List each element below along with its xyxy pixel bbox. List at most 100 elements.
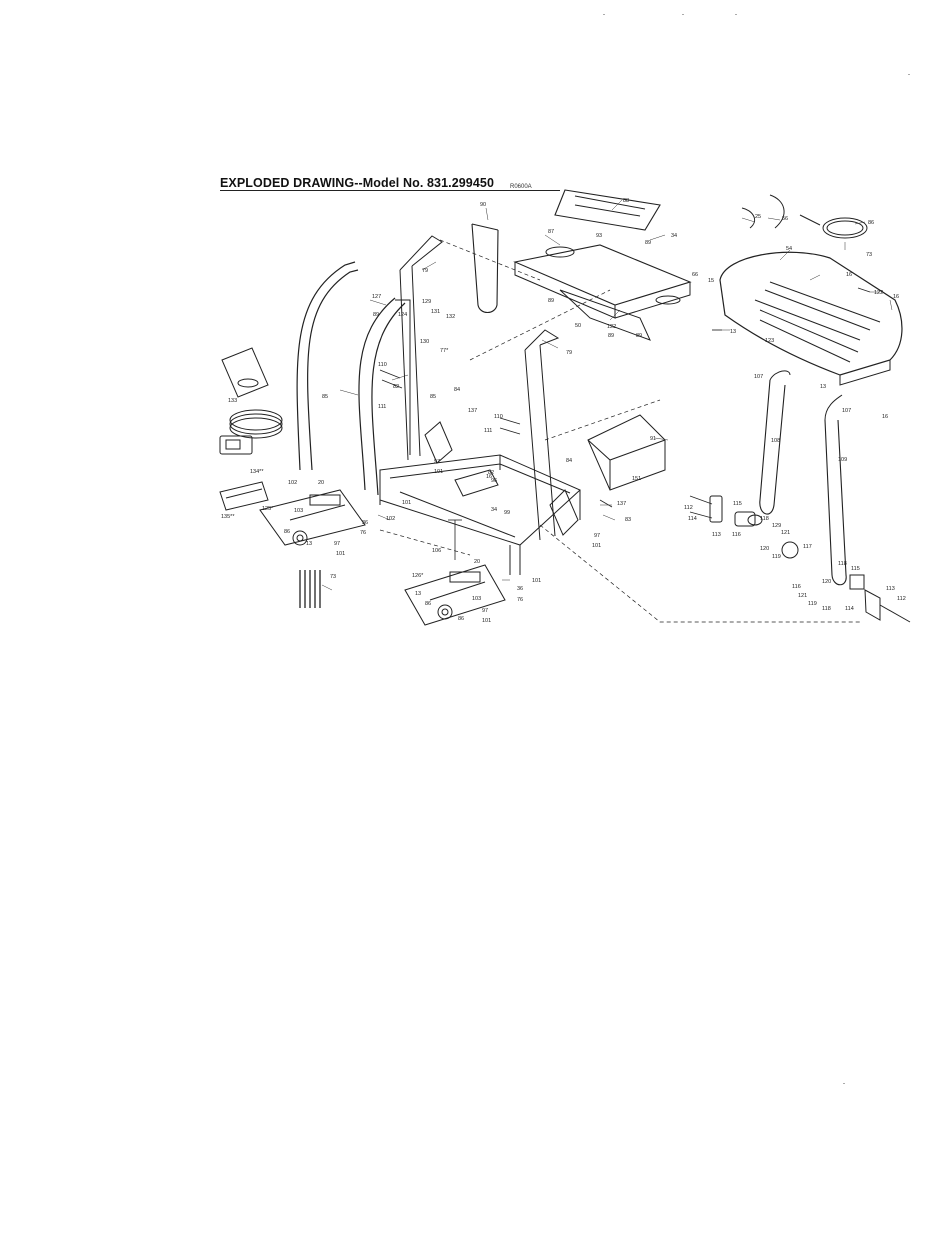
callout-132: 132: [446, 314, 455, 320]
callout-103-left: 103: [294, 508, 303, 514]
callout-101-frame: 101: [402, 500, 411, 506]
callout-36-center: 36: [517, 586, 523, 592]
wheel-bracket-left: [259, 489, 366, 546]
callout-113-left: 113: [712, 532, 721, 538]
callout-82-left: 82: [393, 384, 399, 390]
callout-77: 77*: [440, 348, 449, 354]
callout-54: 54: [786, 246, 792, 252]
callout-13-right: 13: [820, 384, 826, 390]
callout-129: 129: [422, 299, 431, 305]
callout-116-right: 116: [792, 584, 801, 590]
callout-73-top: 73: [866, 252, 872, 258]
drawing-title: EXPLODED DRAWING--Model No. 831.299450: [220, 176, 495, 190]
callout-131: 131: [431, 309, 440, 315]
callout-119-right: 119: [808, 601, 817, 607]
callout-101-center-r: 101: [532, 578, 541, 584]
callout-76-left: 76: [360, 530, 366, 536]
callout-103-center: 103: [472, 596, 481, 602]
callout-90: 90: [480, 202, 486, 208]
callout-97-right: 97: [594, 533, 600, 539]
accessory-belt-rings: [229, 409, 283, 439]
callout-124: 124: [398, 312, 407, 318]
wheel-bracket-center: [404, 564, 506, 626]
callout-133: 133: [228, 398, 237, 404]
callout-56: 56: [782, 216, 788, 222]
callout-20-left: 20: [318, 480, 324, 486]
upright-frame: [395, 235, 560, 541]
side-cover: [587, 414, 666, 491]
callout-118-bottom: 118: [822, 606, 831, 612]
callout-107-left: 107: [754, 374, 763, 380]
callout-79-top: 79: [422, 268, 428, 274]
callout-76-center: 76: [517, 597, 523, 603]
callout-130: 130: [420, 339, 429, 345]
callout-111-left: 111: [378, 404, 386, 410]
motor-hood: [719, 251, 903, 386]
callout-83: 83: [625, 517, 631, 523]
callout-110-left: 110: [378, 362, 387, 368]
callout-109: 109: [838, 457, 847, 463]
callout-89-mid: 89: [548, 298, 554, 304]
callout-119-left: 119: [772, 554, 781, 560]
callout-120-right: 120: [822, 579, 831, 585]
callout-96: 96: [491, 478, 497, 484]
callout-135: 135**: [221, 514, 235, 520]
callout-16-top: 16: [846, 272, 852, 278]
callout-114-right: 114: [845, 606, 854, 612]
callout-127: 127: [372, 294, 381, 300]
left-handrail: [296, 261, 406, 496]
callout-15: 15: [708, 278, 714, 284]
callout-129-right: 129: [772, 523, 781, 529]
callout-50: 50: [575, 323, 581, 329]
callout-13-center: 13: [415, 591, 421, 597]
callout-112-left: 112: [684, 505, 693, 511]
callout-117: 117: [803, 544, 812, 550]
callout-137-right: 137: [617, 501, 626, 507]
drawing-header: EXPLODED DRAWING--Model No. 831.299450: [220, 176, 560, 191]
callout-118-right: 118: [838, 561, 847, 567]
scan-speck: [735, 14, 737, 15]
accessory-video: [221, 347, 269, 398]
callout-120-left: 120: [760, 546, 769, 552]
callout-82-center: 82: [488, 470, 494, 476]
callout-66: 66: [692, 272, 698, 278]
callout-97-center: 97: [482, 608, 488, 614]
callout-86-left: 86: [284, 529, 290, 535]
callout-89-low: 89: [608, 333, 614, 339]
callout-84-right: 84: [566, 458, 572, 464]
callout-102-left: 102: [288, 480, 297, 486]
callout-89-top: 89: [645, 240, 651, 246]
callout-86-center-b: 86: [458, 616, 464, 622]
callout-79-mid: 79: [566, 350, 572, 356]
scan-speck: [908, 74, 910, 75]
accessory-manual: [219, 481, 269, 511]
callout-121-right: 121: [798, 593, 807, 599]
callout-151: 151: [632, 476, 641, 482]
callout-101-left: 101: [434, 469, 443, 475]
callout-20-center: 20: [474, 559, 480, 565]
callout-97-left: 97: [434, 459, 440, 465]
callout-leaders: [321, 199, 893, 591]
callout-113-right: 113: [886, 586, 895, 592]
callout-87: 87: [548, 229, 554, 235]
callout-134: 134**: [250, 469, 264, 475]
callout-107-right: 107: [842, 408, 851, 414]
callout-115-right: 115: [851, 566, 860, 572]
callout-88: 88: [623, 198, 629, 204]
accessory-key: [219, 435, 253, 455]
foot-pads: [424, 421, 579, 536]
callout-84-left: 84: [454, 387, 460, 393]
callout-85: 85: [322, 394, 328, 400]
callout-89-console: 89: [636, 333, 642, 339]
callout-91: 91: [650, 436, 656, 442]
callout-97-bl: 97: [334, 541, 340, 547]
callout-125: 125*: [262, 506, 274, 512]
callout-34-center: 34: [491, 507, 497, 513]
callout-116-left: 116: [732, 532, 741, 538]
console-assembly: [513, 189, 692, 341]
callout-110-mid: 110: [494, 414, 503, 420]
roller-assembly: [709, 495, 911, 623]
callout-89-left: 89: [373, 312, 379, 318]
